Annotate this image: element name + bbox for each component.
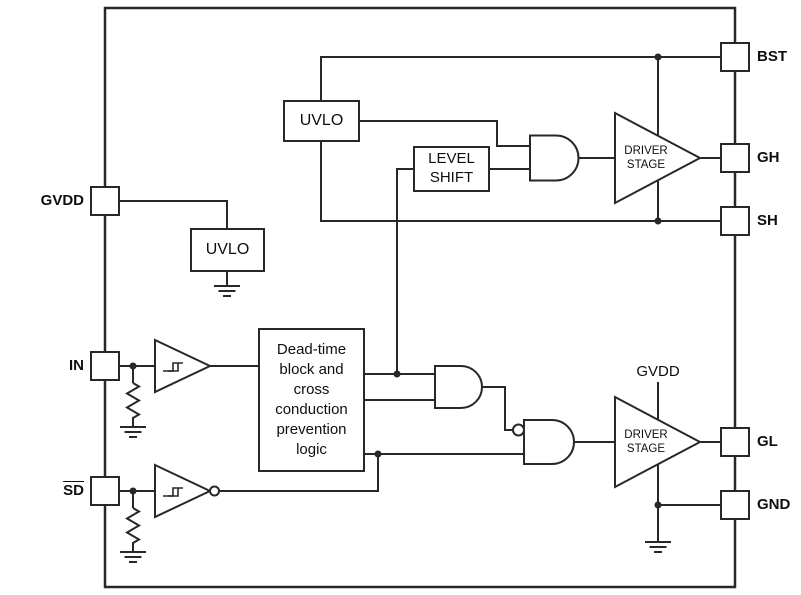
level-shift-block: LEVEL SHIFT — [413, 146, 490, 192]
pin-label-sd: SD — [26, 482, 84, 500]
pin-label-gnd: GND — [757, 496, 791, 513]
and-gate-mid-icon — [434, 365, 483, 409]
pin-label-sh: SH — [757, 212, 778, 229]
schmitt-buffer-icon — [154, 338, 213, 394]
pin-pad-gvdd — [90, 186, 120, 216]
pin-pad-bst — [720, 42, 750, 72]
pin-label-in: IN — [69, 357, 84, 374]
pin-pad-gh — [720, 143, 750, 173]
level-shift-label: LEVEL SHIFT — [428, 150, 475, 186]
and-gate-lowside-icon — [512, 419, 575, 465]
gvdd-rail-label: GVDD — [636, 363, 680, 380]
dead-time-label: Dead-time block and cross conduction pre… — [275, 341, 348, 458]
pulldown-resistor-in-icon — [125, 382, 141, 427]
pin-label-gvdd: GVDD — [40, 192, 84, 209]
driver-triangle-high-icon — [614, 111, 703, 205]
dead-time-block: Dead-time block and cross conduction pre… — [258, 328, 365, 472]
ground-icon — [214, 285, 240, 297]
ground-icon — [120, 551, 146, 563]
pin-label-bst: BST — [757, 48, 787, 65]
driver-triangle-low-icon — [614, 395, 703, 489]
pin-pad-gl — [720, 427, 750, 457]
ic-outline — [103, 6, 737, 589]
schmitt-inverter-icon — [154, 463, 220, 519]
pin-pad-gnd — [720, 490, 750, 520]
pin-pad-sd — [90, 476, 120, 506]
uvlo-gvdd-block: UVLO — [190, 228, 265, 272]
driver-high-label: DRIVER STAGE — [624, 144, 668, 171]
pin-pad-in — [90, 351, 120, 381]
pin-pad-sh — [720, 206, 750, 236]
pin-label-gh: GH — [757, 149, 780, 166]
junction-dots — [129, 53, 662, 509]
pin-label-sd-text: SD — [63, 482, 84, 499]
uvlo-boot-label: UVLO — [299, 112, 344, 129]
pulldown-resistor-sd-icon — [125, 507, 141, 552]
pin-label-gl: GL — [757, 433, 778, 450]
ground-icon — [120, 426, 146, 438]
uvlo-boot-block: UVLO — [283, 100, 360, 142]
driver-low-label: DRIVER STAGE — [624, 428, 668, 455]
uvlo-gvdd-label: UVLO — [205, 241, 250, 258]
ground-icon — [645, 541, 671, 553]
and-gate-highside-icon — [529, 134, 580, 182]
